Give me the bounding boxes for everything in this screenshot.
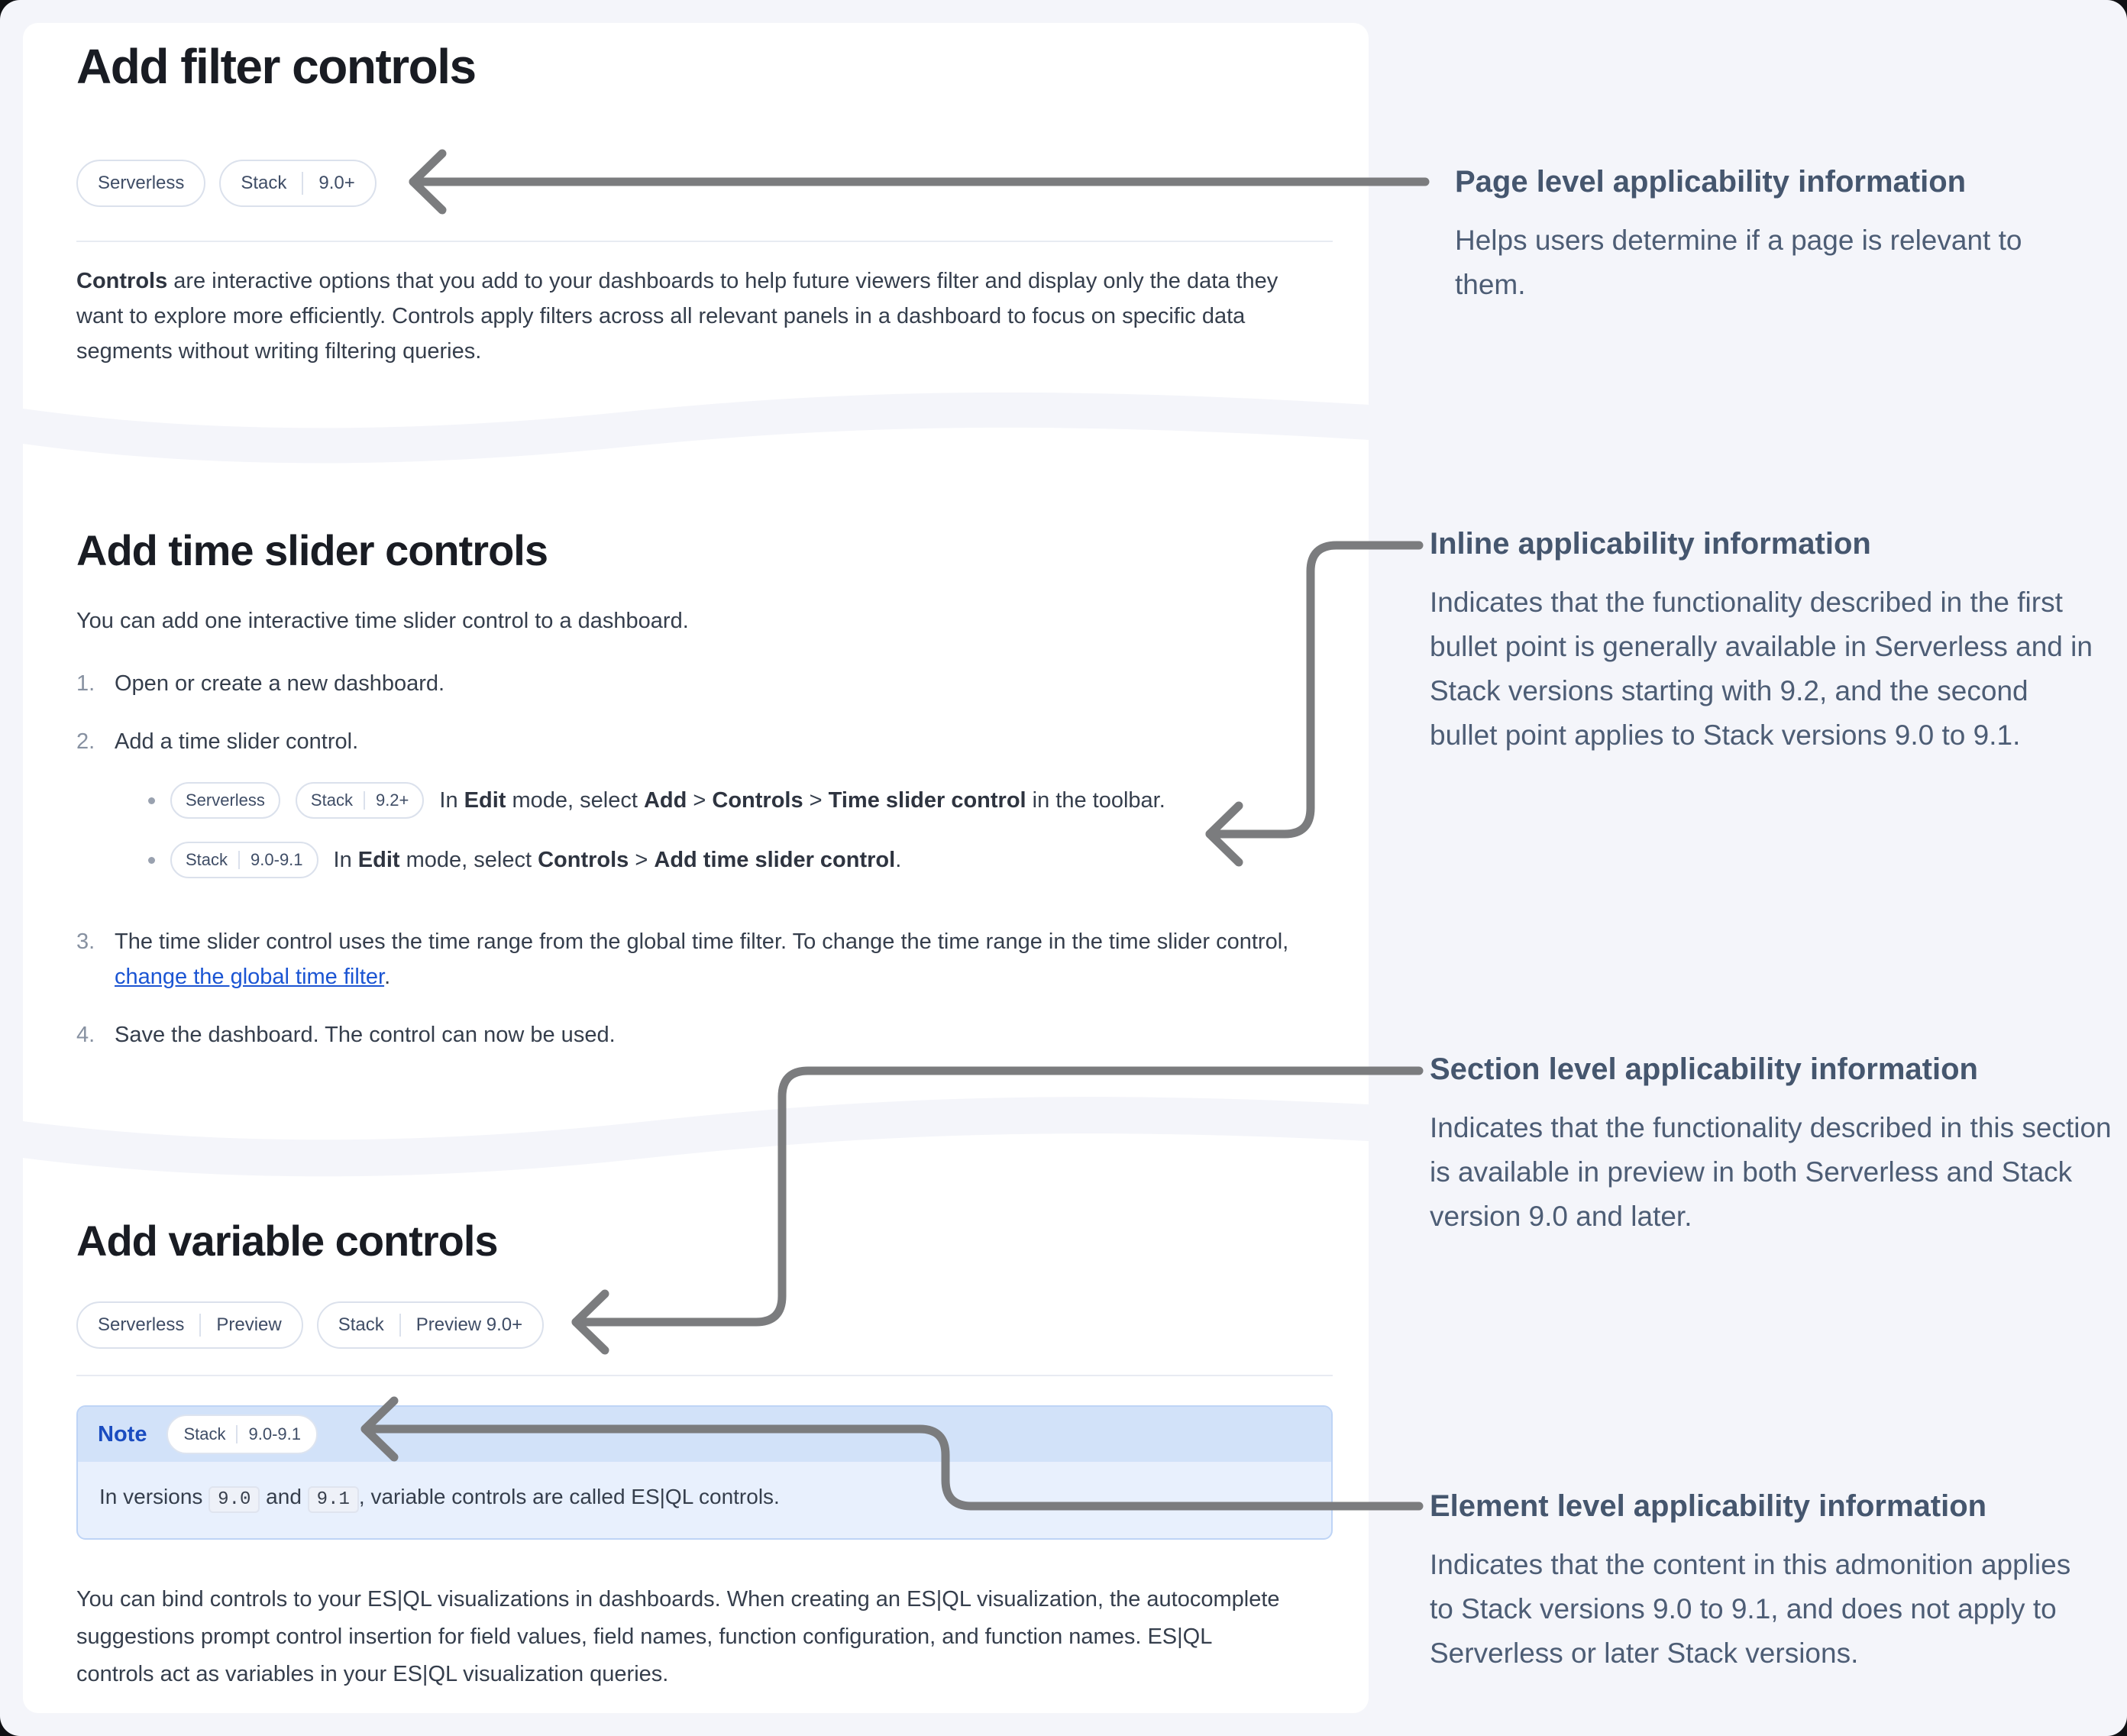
annotation-inline: Inline applicability information Indicat… (1430, 525, 2102, 758)
section-intro: You can add one interactive time slider … (76, 609, 689, 633)
step-number: 2. (76, 729, 95, 754)
step-1: 1. Open or create a new dashboard. (76, 666, 1306, 701)
badge-stack-92: Stack 9.2+ (295, 782, 425, 819)
badge-divider (363, 791, 365, 810)
badge-version: 9.0-9.1 (248, 1424, 301, 1443)
badge-label: Stack (338, 1314, 384, 1335)
section-badges: Serverless Preview Stack Preview 9.0+ (76, 1301, 1335, 1349)
code-version-90: 9.0 (208, 1486, 260, 1513)
annotation-title: Inline applicability information (1430, 527, 1871, 561)
badge-version: 9.2+ (375, 790, 409, 810)
step-text: Add a time slider control. (115, 729, 359, 754)
page-title: Add filter controls (76, 39, 477, 94)
bullet-text: In Edit mode, select Add > Controls > Ti… (439, 788, 1165, 813)
badge-serverless-preview: Serverless Preview (76, 1301, 303, 1349)
badge-divider (199, 1314, 202, 1337)
badge-lifecycle: Preview (216, 1314, 282, 1335)
badge-label: Serverless (186, 790, 265, 810)
step-text: The time slider control uses the time ra… (115, 929, 1289, 954)
note-admonition: Note Stack 9.0-9.1 In versions 9.0 and 9… (76, 1405, 1333, 1540)
intro-paragraph: Controls are interactive options that yo… (76, 263, 1314, 369)
step-4: 4. Save the dashboard. The control can n… (76, 1017, 1306, 1052)
annotation-page-level: Page level applicability information Hel… (1455, 163, 2081, 307)
step-3: 3. The time slider control uses the time… (76, 924, 1306, 994)
badge-divider (236, 1425, 238, 1443)
step-number: 3. (76, 929, 95, 954)
section-add-filter-controls: Add filter controls Serverless Stack 9.0… (76, 31, 1335, 391)
bullet-icon (148, 797, 155, 804)
step-text-end: . (384, 965, 391, 989)
divider (76, 241, 1333, 242)
badge-version: 9.0-9.1 (251, 850, 303, 869)
global-time-filter-link[interactable]: change the global time filter (115, 965, 385, 989)
badge-stack-preview-90: Stack Preview 9.0+ (316, 1301, 545, 1349)
bullet-icon (148, 856, 155, 864)
bullet-text: In Edit mode, select Controls > Add time… (333, 848, 902, 872)
intro-bold-term: Controls (76, 269, 168, 293)
section-title: Add time slider controls (76, 526, 548, 574)
wave-divider-bottom (23, 1097, 1369, 1177)
badge-divider (399, 1314, 401, 1337)
badge-divider (238, 851, 241, 869)
step-number: 1. (76, 671, 95, 696)
wave-divider-top (23, 392, 1369, 464)
badge-label: Serverless (98, 1314, 185, 1335)
badge-lifecycle-version: Preview 9.0+ (415, 1314, 523, 1335)
badge-stack-90-91: Stack 9.0-9.1 (170, 842, 318, 878)
badge-serverless: Serverless (170, 782, 280, 819)
bullet-serverless-stack-92: Serverless Stack 9.2+ In Edit mode, sele… (148, 782, 1306, 819)
step-number: 4. (76, 1023, 95, 1047)
section-title: Add variable controls (76, 1217, 499, 1265)
sub-bullets: Serverless Stack 9.2+ In Edit mode, sele… (115, 782, 1306, 878)
annotation-body: Helps users determine if a page is relev… (1455, 225, 2022, 300)
intro-text: are interactive options that you add to … (76, 269, 1278, 364)
page-badges: Serverless Stack 9.0+ (76, 160, 1335, 207)
badge-serverless: Serverless (76, 160, 206, 207)
badge-version: 9.0+ (318, 173, 355, 193)
badge-stack-version: Stack 9.0+ (219, 160, 377, 207)
badge-stack-90-91: Stack 9.0-9.1 (166, 1414, 318, 1454)
section-add-variable-controls: Add variable controls Serverless Preview… (76, 1216, 1335, 1715)
annotation-body: Indicates that the content in this admon… (1430, 1549, 2071, 1669)
annotation-element-level: Element level applicability information … (1430, 1488, 2102, 1676)
badge-label: Stack (241, 173, 287, 193)
annotation-title: Page level applicability information (1455, 165, 1967, 199)
badge-divider (302, 172, 304, 195)
step-2: 2. Add a time slider control. Serverless… (76, 724, 1306, 901)
annotation-body: Indicates that the functionality describ… (1430, 1112, 2112, 1232)
badge-label: Stack (310, 790, 353, 810)
section-add-time-slider-controls: Add time slider controls You can add one… (76, 525, 1335, 1075)
steps-list: 1. Open or create a new dashboard. 2. Ad… (76, 666, 1306, 1052)
annotation-body: Indicates that the functionality describ… (1430, 587, 2093, 751)
step-text: Save the dashboard. The control can now … (115, 1023, 616, 1047)
badge-label: Stack (183, 1424, 226, 1443)
note-body: In versions 9.0 and 9.1, variable contro… (78, 1462, 1331, 1538)
divider (76, 1375, 1333, 1376)
annotation-title: Element level applicability information (1430, 1489, 1987, 1523)
annotation-section-level: Section level applicability information … (1430, 1051, 2117, 1239)
code-version-91: 9.1 (307, 1486, 359, 1513)
badge-label: Serverless (98, 173, 185, 193)
bullet-stack-90-91: Stack 9.0-9.1 In Edit mode, select Contr… (148, 842, 1306, 878)
note-label: Note (98, 1421, 147, 1447)
note-header: Note Stack 9.0-9.1 (78, 1407, 1331, 1462)
badge-label: Stack (186, 850, 228, 869)
annotation-title: Section level applicability information (1430, 1052, 1978, 1086)
step-text: Open or create a new dashboard. (115, 671, 445, 696)
outro-paragraph: You can bind controls to your ES|QL visu… (76, 1587, 1280, 1686)
